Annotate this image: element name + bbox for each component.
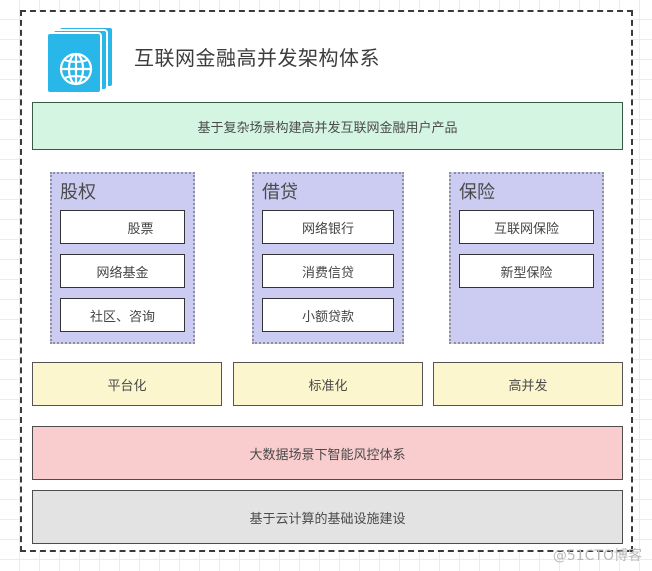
category-item-insurance-1[interactable]: 新型保险 — [459, 254, 594, 288]
category-item-lending-1[interactable]: 消费信贷 — [262, 254, 394, 288]
category-item-lending-2[interactable]: 小额贷款 — [262, 298, 394, 332]
risk-control-band: 大数据场景下智能风控体系 — [32, 426, 623, 480]
category-title-insurance: 保险 — [459, 182, 495, 203]
category-column-lending[interactable]: 借贷 网络银行 消费信贷 小额贷款 — [252, 172, 404, 344]
category-item-insurance-0[interactable]: 互联网保险 — [459, 210, 594, 244]
category-item-lending-0[interactable]: 网络银行 — [262, 210, 394, 244]
capability-box-standardization[interactable]: 标准化 — [233, 362, 423, 406]
diagram-frame: 互联网金融高并发架构体系 基于复杂场景构建高并发互联网金融用户产品 股权 股票 … — [20, 10, 633, 552]
category-column-equity[interactable]: 股权 股票 网络基金 社区、咨询 — [50, 172, 195, 344]
category-item-equity-1[interactable]: 网络基金 — [60, 254, 185, 288]
category-title-lending: 借贷 — [262, 182, 298, 203]
globe-documents-icon — [46, 26, 118, 98]
category-column-insurance[interactable]: 保险 互联网保险 新型保险 — [449, 172, 604, 344]
capability-box-platform[interactable]: 平台化 — [32, 362, 222, 406]
category-item-equity-2[interactable]: 社区、咨询 — [60, 298, 185, 332]
scenario-banner: 基于复杂场景构建高并发互联网金融用户产品 — [32, 102, 623, 150]
watermark: @51CTO博客 — [552, 548, 642, 564]
category-title-equity: 股权 — [60, 182, 96, 203]
capability-box-concurrency[interactable]: 高并发 — [433, 362, 623, 406]
category-item-equity-0[interactable]: 股票 — [60, 210, 185, 244]
page-title: 互联网金融高并发架构体系 — [134, 46, 380, 70]
diagram-header: 互联网金融高并发架构体系 — [32, 20, 623, 98]
infrastructure-band: 基于云计算的基础设施建设 — [32, 490, 623, 544]
